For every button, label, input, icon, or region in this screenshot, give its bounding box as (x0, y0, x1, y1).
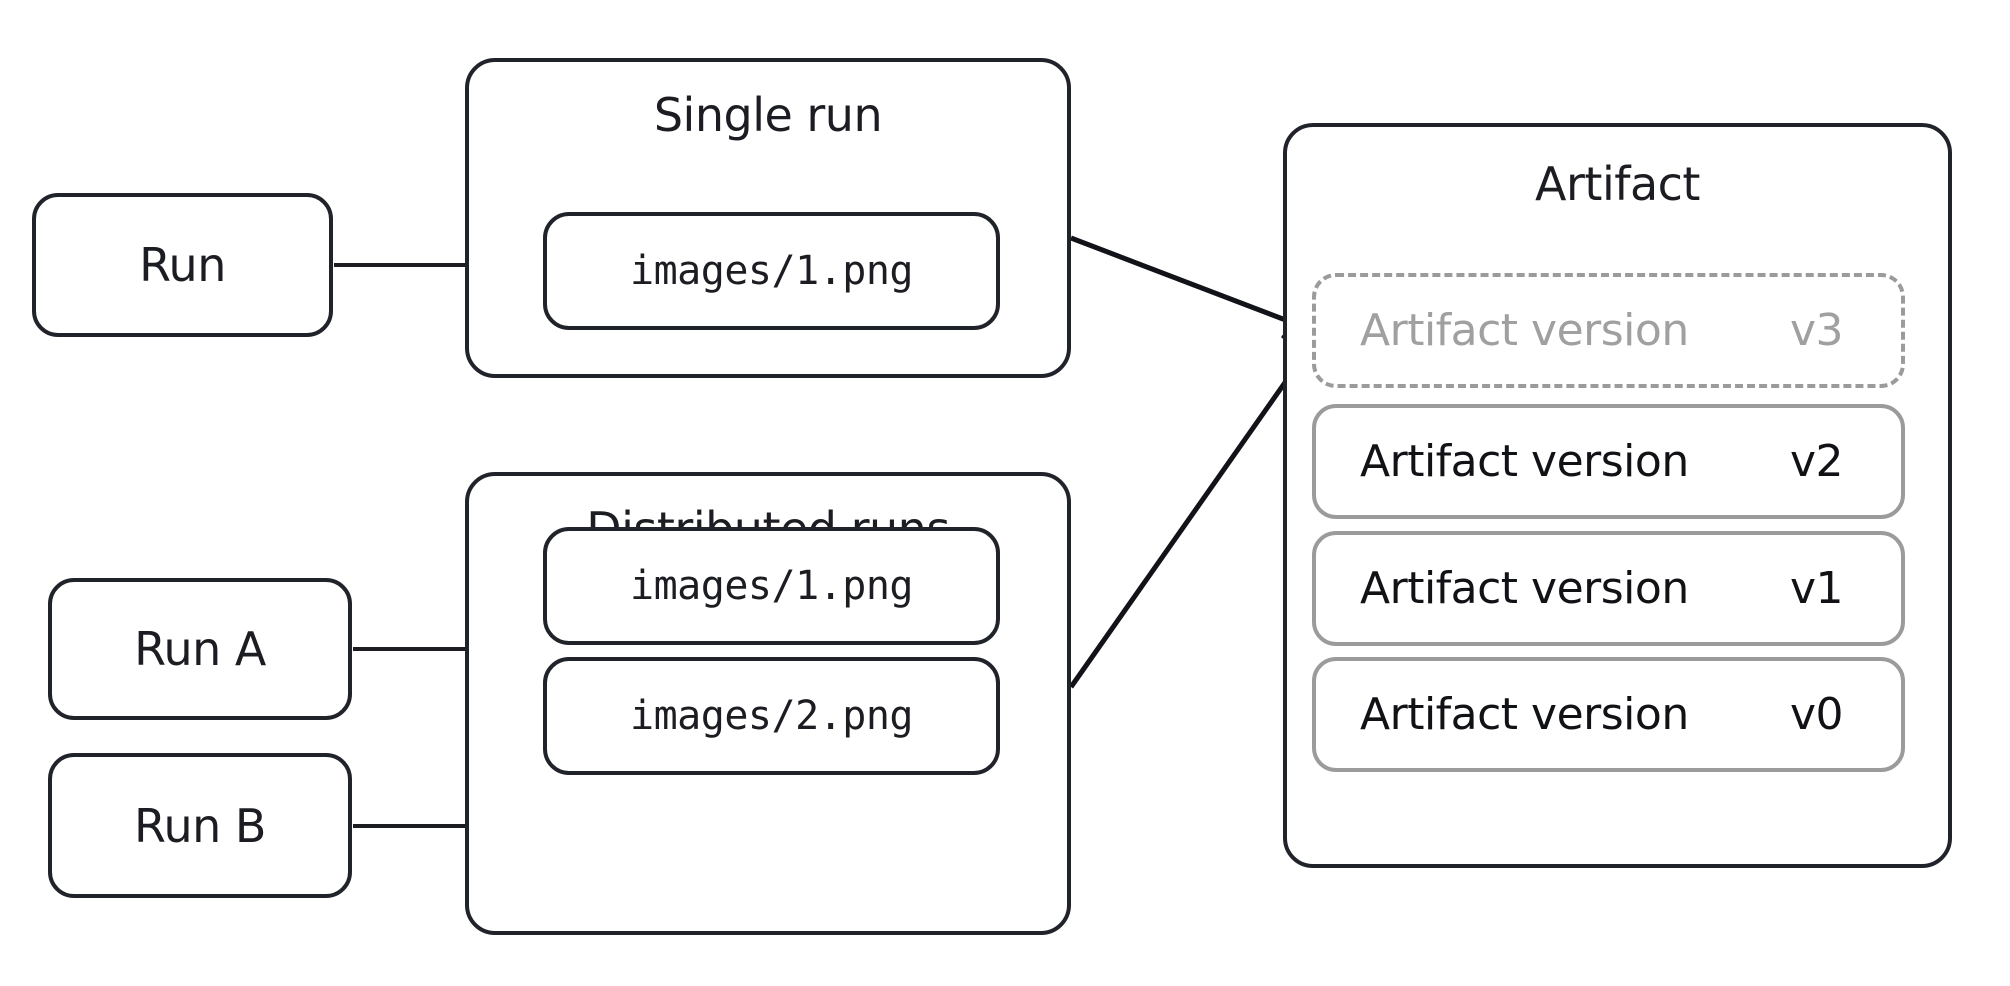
run-node-label: Run (139, 238, 226, 292)
artifact-version-name-v1: Artifact version (1360, 563, 1689, 614)
artifact-version-row-v2[interactable]: Artifact version v2 (1312, 404, 1905, 519)
edge-distributed-runs-to-artifact-v3 (1068, 332, 1321, 689)
run-a-node-label: Run A (134, 622, 266, 676)
distributed-run-file-path-1: images/1.png (630, 563, 913, 609)
artifact-title: Artifact (1535, 157, 1700, 211)
artifact-version-row-v0[interactable]: Artifact version v0 (1312, 657, 1905, 772)
run-b-node-label: Run B (134, 798, 266, 853)
artifact-version-tag-v1: v1 (1789, 563, 1844, 614)
artifact-version-tag-v3: v3 (1789, 305, 1844, 356)
distributed-run-file-chip-1[interactable]: images/1.png (543, 527, 1000, 645)
run-b-node[interactable]: Run B (48, 753, 352, 898)
artifact-version-row-v1[interactable]: Artifact version v1 (1312, 531, 1905, 646)
run-node[interactable]: Run (32, 193, 333, 337)
artifact-version-name-v0: Artifact version (1360, 689, 1689, 740)
artifact-version-name-v3: Artifact version (1360, 305, 1689, 356)
artifact-version-tag-v2: v2 (1789, 436, 1844, 487)
single-run-file-path: images/1.png (630, 248, 913, 294)
artifact-version-row-v3[interactable]: Artifact version v3 (1312, 273, 1905, 388)
artifact-version-name-v2: Artifact version (1360, 436, 1689, 487)
single-run-file-chip[interactable]: images/1.png (543, 212, 1000, 330)
single-run-group-title: Single run (653, 88, 883, 142)
distributed-run-file-path-2: images/2.png (630, 693, 913, 739)
distributed-run-file-chip-2[interactable]: images/2.png (543, 657, 1000, 775)
run-a-node[interactable]: Run A (48, 578, 352, 720)
edge-single-run-to-artifact-v3 (1070, 235, 1322, 339)
artifact-version-tag-v0: v0 (1789, 689, 1844, 740)
